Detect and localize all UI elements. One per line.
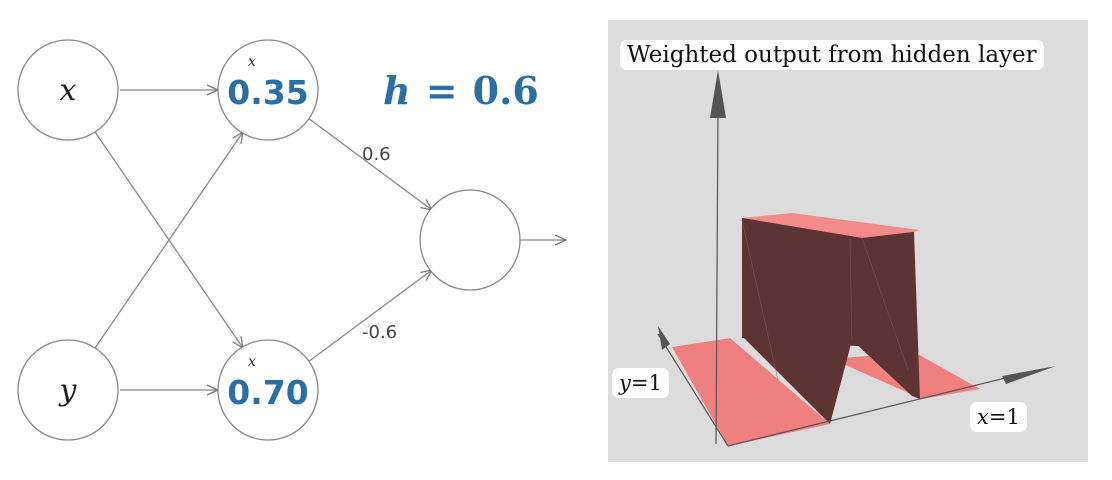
x-axis-label: x=1	[970, 402, 1027, 432]
x-axis-value: =1	[988, 405, 1020, 429]
surface-plot-panel: Weighted output from hidden layer y=1 x=…	[608, 20, 1088, 462]
floor-left	[672, 338, 830, 446]
facet-line-2	[849, 237, 853, 341]
hidden-node-2	[217, 339, 319, 441]
network-diagram: x y x 0.35 x 0.70 h = 0.6 0.6 -0.6	[17, 39, 600, 441]
y-axis-var: y	[619, 371, 631, 395]
input-node-x	[17, 39, 119, 141]
x-axis-cone	[1002, 366, 1056, 384]
weight-top: 0.6	[362, 144, 391, 165]
edge-y-to-h1	[94, 132, 243, 349]
y-axis-cone	[658, 326, 670, 350]
facet-line-1	[741, 219, 779, 381]
hidden-1-value: 0.35	[227, 73, 308, 112]
edge-h1-to-out	[307, 117, 432, 210]
x-axis	[727, 369, 1039, 447]
h-value: 0.6	[473, 68, 539, 113]
h-equation: h = 0.6	[383, 68, 539, 113]
hidden-1-var: x	[248, 54, 256, 70]
y-axis-label: y=1	[612, 368, 669, 398]
hidden-2-value: 0.70	[227, 373, 308, 412]
x-axis-var: x	[977, 405, 989, 429]
y-axis-value: =1	[630, 371, 662, 395]
output-node	[419, 189, 521, 291]
weight-bottom: -0.6	[362, 322, 397, 343]
surface-plot	[657, 70, 1056, 447]
z-axis-cone	[710, 70, 726, 118]
y-axis	[657, 333, 729, 447]
plot-title: Weighted output from hidden layer	[620, 40, 1044, 70]
h-op: =	[426, 68, 458, 113]
ridge-top-face	[742, 213, 920, 238]
hidden-2-var: x	[248, 354, 256, 370]
ridge-front-wall	[742, 218, 920, 424]
facet-line-3	[861, 237, 909, 371]
input-label-x: x	[60, 73, 77, 108]
z-axis	[715, 107, 719, 445]
input-node-y	[17, 339, 119, 441]
hidden-node-1	[217, 39, 319, 141]
h-var: h	[383, 68, 411, 113]
edge-h2-to-out	[307, 270, 432, 363]
input-label-y: y	[58, 373, 78, 408]
